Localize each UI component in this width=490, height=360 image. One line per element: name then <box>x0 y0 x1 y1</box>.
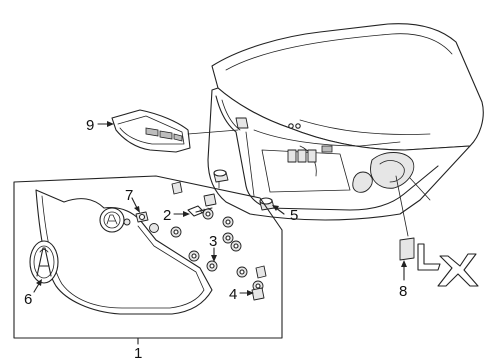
callout-9: 9 <box>86 117 94 134</box>
callout-7: 7 <box>125 187 133 204</box>
callout-8: 8 <box>399 283 407 300</box>
bumper-rubber <box>213 169 275 211</box>
emblem <box>29 240 59 284</box>
callout-1: 1 <box>134 345 142 360</box>
callout-4: 4 <box>229 286 237 303</box>
trunk-garnish-panel <box>35 189 213 315</box>
handle-garnish <box>111 109 239 153</box>
leader-lines <box>33 121 407 345</box>
callout-5: 5 <box>290 207 298 224</box>
trunk-lid <box>207 23 484 221</box>
clip-nut <box>135 211 149 223</box>
callout-labels: 1 2 3 4 5 6 7 8 9 <box>24 117 407 360</box>
callout-6: 6 <box>24 291 32 308</box>
callout-2: 2 <box>163 207 171 224</box>
nut-cluster <box>149 181 267 301</box>
model-emblem <box>395 175 479 287</box>
callout-3: 3 <box>209 233 217 250</box>
garnish-box <box>13 175 283 339</box>
